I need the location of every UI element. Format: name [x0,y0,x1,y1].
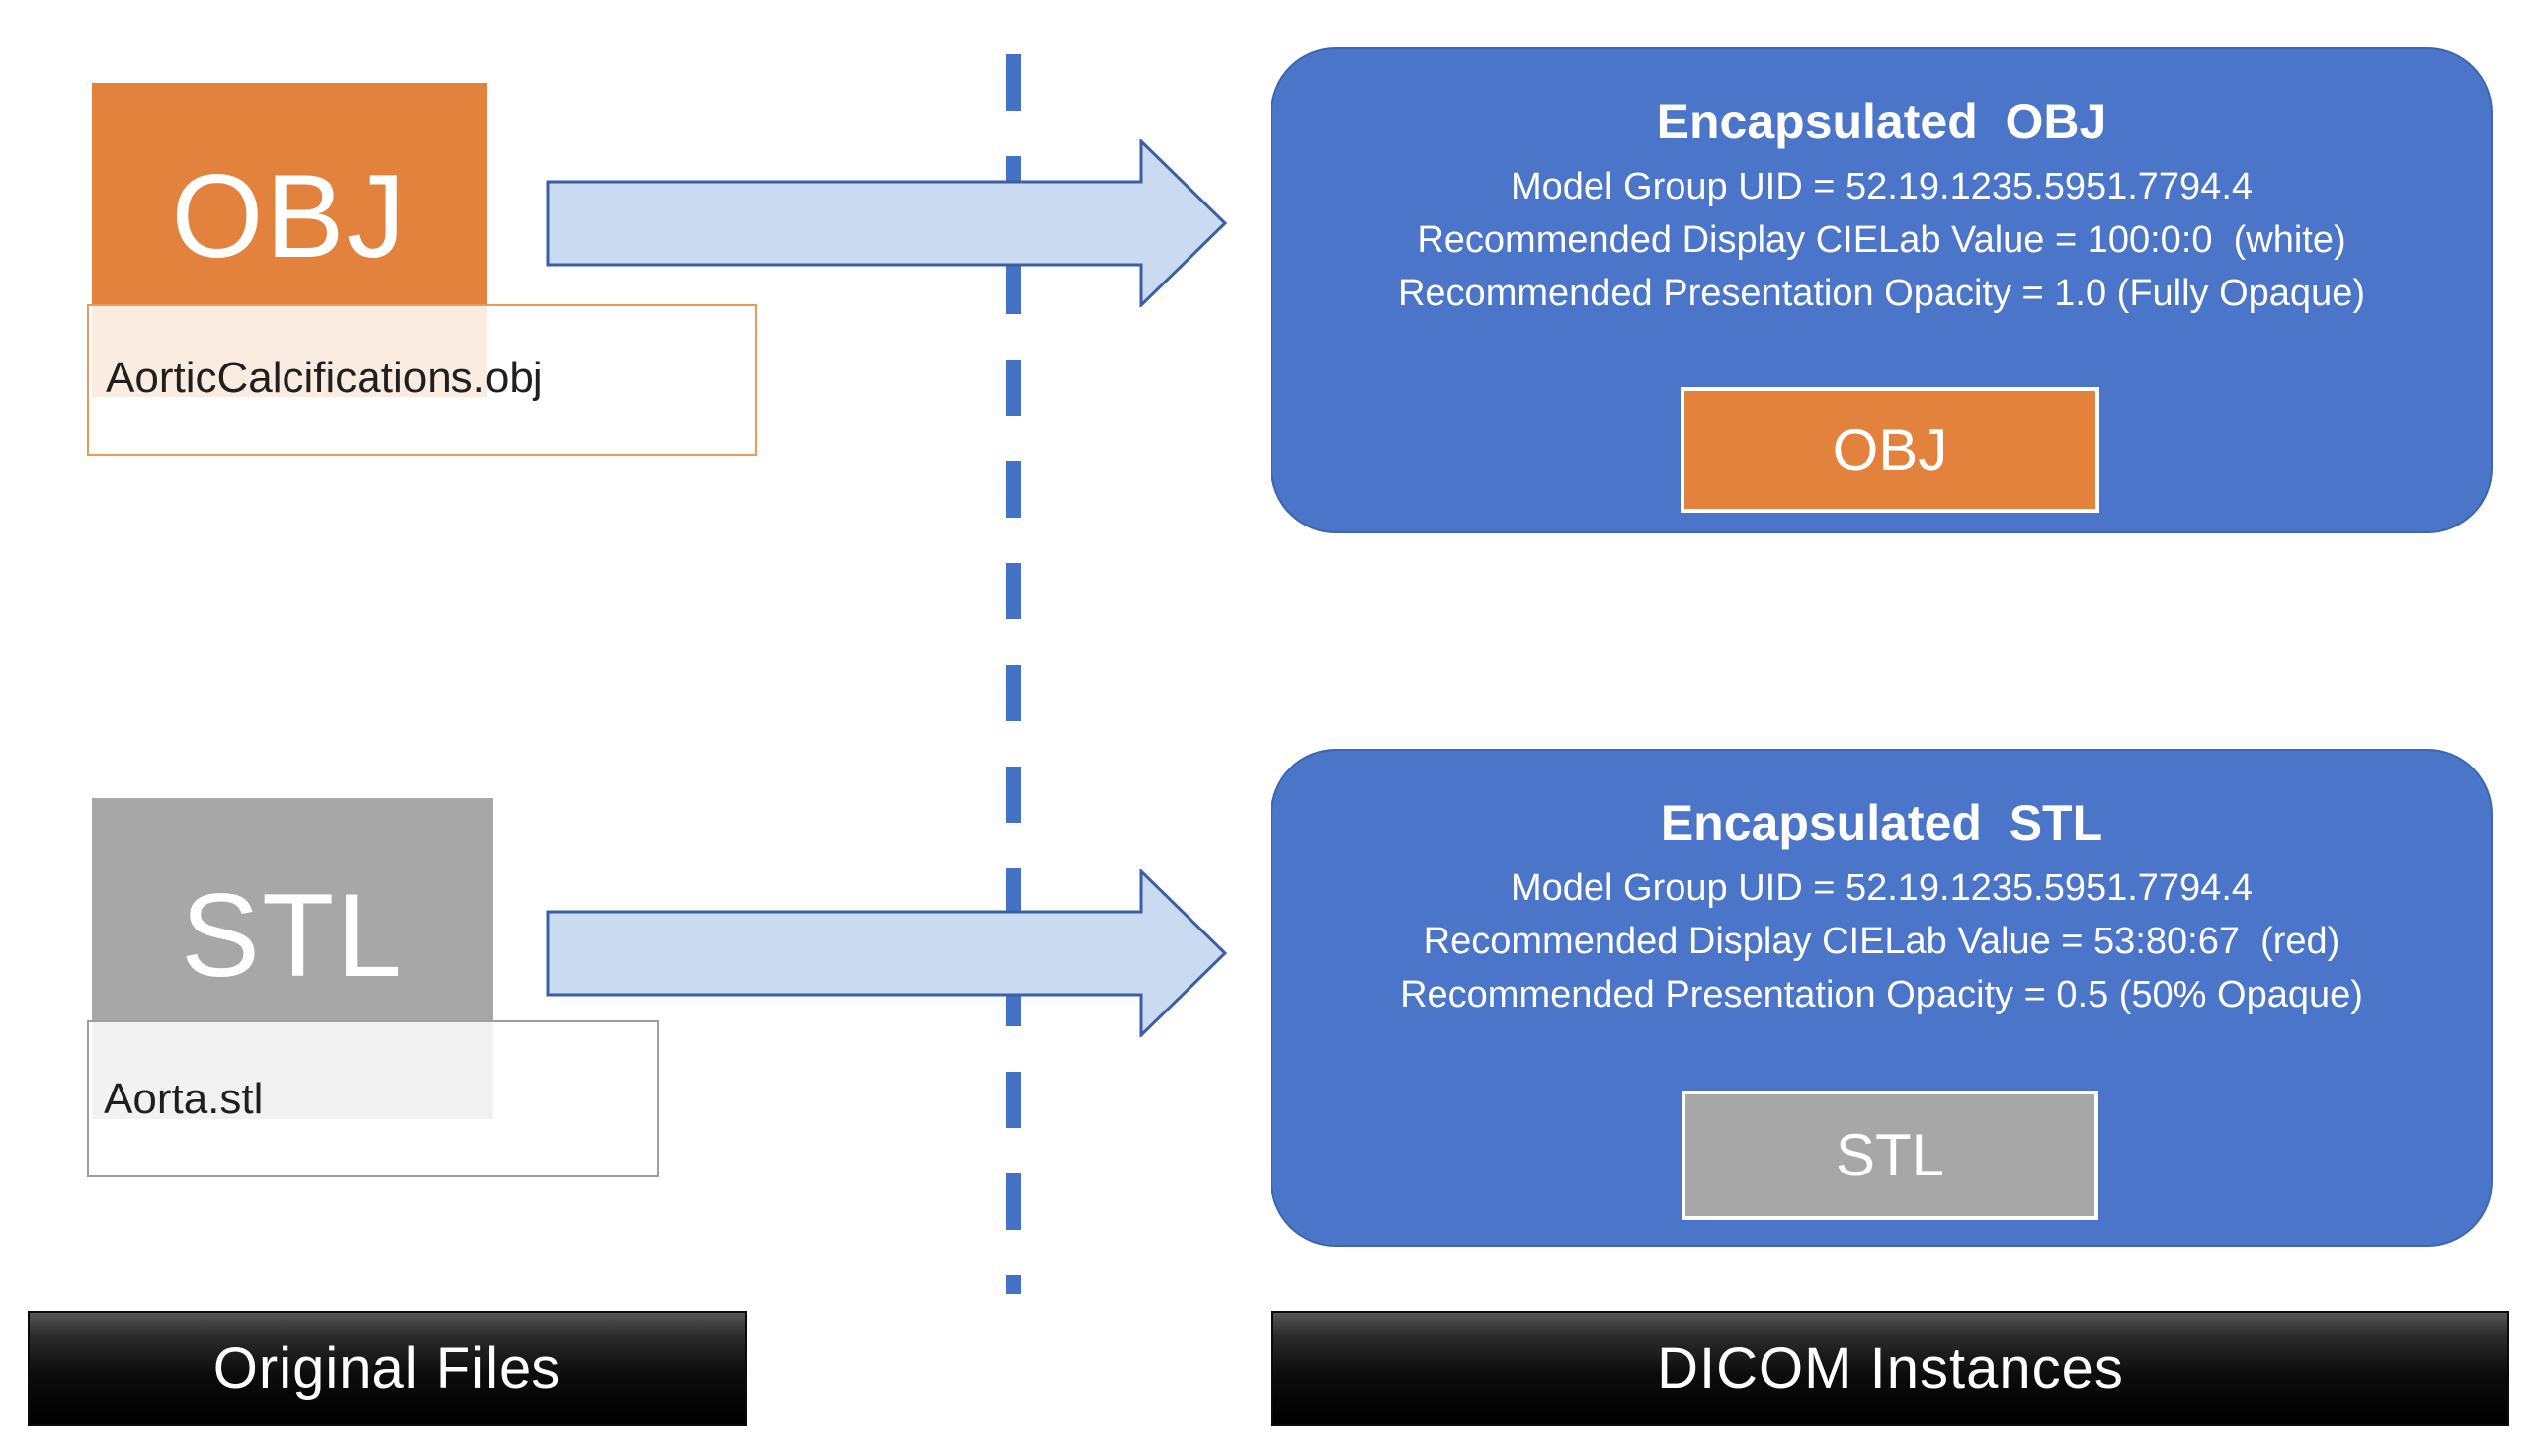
obj-filename-text: AorticCalcifications.obj [106,354,543,402]
obj-filename-box: AorticCalcifications.obj [87,304,757,456]
encapsulated-obj-card: Encapsulated OBJ Model Group UID = 52.19… [1271,47,2493,533]
encapsulated-obj-line-uid: Model Group UID = 52.19.1235.5951.7794.4 [1510,166,2254,207]
obj-square-label: OBJ [171,150,408,283]
stl-filename-box: Aorta.stl [87,1020,659,1177]
encapsulated-stl-line-uid: Model Group UID = 52.19.1235.5951.7794.4 [1510,867,2254,909]
original-files-bar: Original Files [28,1311,747,1426]
encapsulated-stl-card: Encapsulated STL Model Group UID = 52.19… [1271,749,2493,1247]
stl-square-label: STL [180,868,405,1002]
encapsulated-obj-badge: OBJ [1681,387,2099,513]
encapsulated-obj-title: Encapsulated OBJ [1656,94,2107,149]
original-files-bar-label: Original Files [212,1336,562,1401]
encapsulated-stl-line-opacity: Recommended Presentation Opacity = 0.5 (… [1400,974,2363,1015]
stl-conversion-arrow-icon [546,869,1228,1037]
encapsulated-obj-line-opacity: Recommended Presentation Opacity = 1.0 (… [1397,273,2365,314]
encapsulated-stl-line-cielab: Recommended Display CIELab Value = 53:80… [1423,921,2340,962]
encapsulated-stl-badge-label: STL [1835,1122,1945,1188]
dicom-instances-bar: DICOM Instances [1272,1311,2509,1426]
dicom-instances-bar-label: DICOM Instances [1657,1336,2124,1401]
obj-conversion-arrow-icon [546,139,1228,307]
stl-filename-text: Aorta.stl [104,1075,264,1123]
encapsulated-obj-line-cielab: Recommended Display CIELab Value = 100:0… [1417,219,2346,261]
encapsulated-obj-badge-label: OBJ [1832,417,1948,483]
encapsulated-stl-title: Encapsulated STL [1660,795,2103,850]
encapsulated-stl-badge: STL [1682,1091,2098,1220]
